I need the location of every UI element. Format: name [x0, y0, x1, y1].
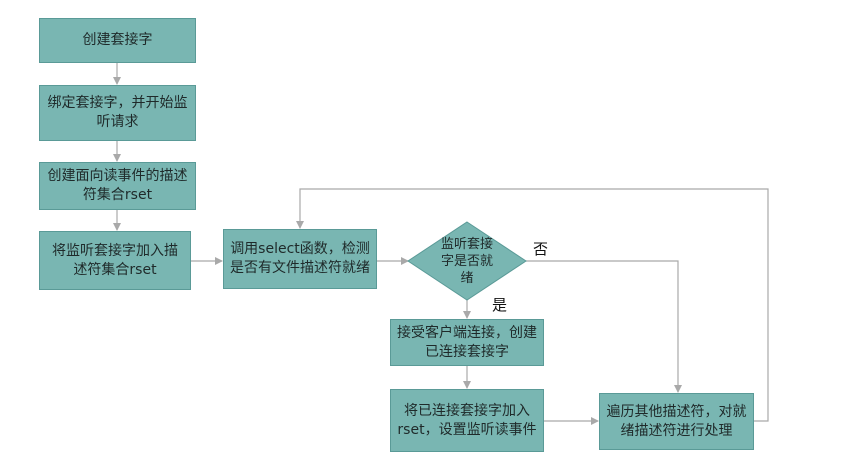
- node-create-rset-text: 创建面向读事件的描述符集合rset: [47, 168, 188, 203]
- branch-label-no: 否: [533, 240, 549, 258]
- node-add-conn-rset: 将已连接套接字加入rset，设置监听读事件: [390, 389, 544, 452]
- node-accept-conn-text: 接受客户端连接，创建已连接套接字: [397, 324, 537, 360]
- decision-label: 监听套接字是否就绪: [440, 237, 493, 286]
- node-add-conn-rset-text: 将已连接套接字加入rset，设置监听读事件: [397, 402, 537, 438]
- node-bind-listen: 绑定套接字，并开始监听请求: [39, 85, 196, 141]
- node-traverse-text: 遍历其他描述符，对就绪描述符进行处理: [606, 403, 747, 439]
- node-create-socket-text: 创建套接字: [82, 32, 153, 48]
- arrow-loop-to-select: [296, 188, 769, 422]
- node-accept-conn: 接受客户端连接，创建已连接套接字: [390, 319, 544, 366]
- node-traverse: 遍历其他描述符，对就绪描述符进行处理: [599, 393, 754, 450]
- branch-label-yes: 是: [492, 296, 508, 314]
- node-create-socket: 创建套接字: [39, 18, 196, 63]
- node-create-rset: 创建面向读事件的描述符集合rset: [39, 162, 196, 210]
- decision-diamond: [407, 221, 527, 301]
- node-bind-listen-text: 绑定套接字，并开始监听请求: [47, 95, 188, 130]
- node-add-listen-rset: 将监听套接字加入描述符集合rset: [39, 231, 191, 290]
- arrow-decision-no-to-traverse: [526, 260, 682, 393]
- node-call-select-text: 调用select函数，检测是否有文件描述符就绪: [230, 241, 370, 276]
- node-call-select: 调用select函数，检测是否有文件描述符就绪: [223, 229, 377, 289]
- node-add-listen-rset-text: 将监听套接字加入描述符集合rset: [52, 242, 178, 278]
